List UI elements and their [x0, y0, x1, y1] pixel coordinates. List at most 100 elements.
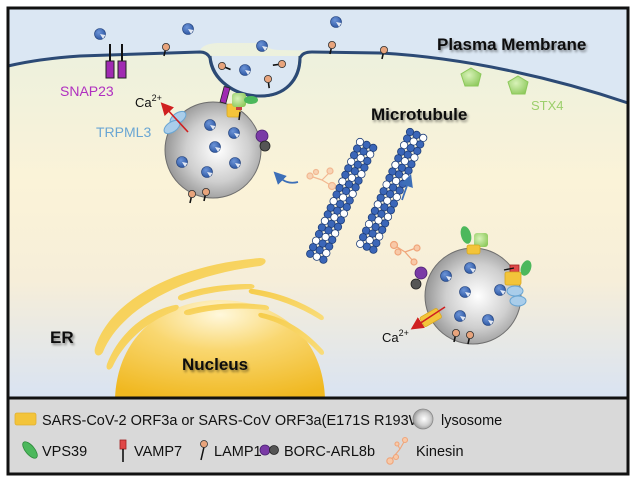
beta-tubulin-bead	[419, 133, 428, 142]
fusion-pore-membrane	[208, 55, 302, 98]
alpha-tubulin-bead	[335, 183, 344, 193]
cargo-icon	[94, 28, 106, 40]
alpha-tubulin-bead	[345, 196, 354, 205]
alpha-tubulin-bead	[372, 239, 381, 248]
alpha-tubulin-bead	[362, 242, 371, 251]
beta-tubulin-bead	[322, 249, 331, 258]
alpha-tubulin-bead	[341, 186, 351, 196]
alpha-tubulin-bead	[405, 127, 415, 137]
alpha-tubulin-bead	[369, 143, 378, 152]
endoplasmic-reticulum	[94, 258, 325, 370]
alpha-tubulin-bead	[318, 239, 327, 248]
alpha-tubulin-bead	[376, 193, 385, 202]
cargo-icon	[201, 166, 213, 178]
beta-tubulin-bead	[312, 252, 321, 261]
beta-tubulin-bead	[338, 193, 348, 202]
alpha-tubulin-bead	[385, 173, 394, 183]
alpha-tubulin-bead	[362, 140, 371, 149]
alpha-tubulin-bead	[397, 147, 406, 156]
beta-tubulin-bead	[410, 153, 419, 162]
alpha-tubulin-bead	[314, 230, 324, 239]
lysosome-upper	[164, 101, 262, 204]
er-label: ER	[50, 328, 74, 347]
borc-icon	[414, 266, 428, 280]
legend-label-vamp7: VAMP7	[134, 444, 182, 460]
borc-icon	[255, 129, 269, 143]
anterograde-arrow	[400, 174, 413, 201]
alpha-tubulin-bead	[363, 156, 372, 166]
beta-tubulin-bead	[409, 137, 418, 146]
alpha-tubulin-bead	[379, 187, 388, 196]
alpha-tubulin-bead	[326, 203, 335, 212]
cargo-icon	[440, 270, 452, 282]
alpha-tubulin-bead	[406, 144, 415, 153]
cargo-icon	[482, 314, 494, 326]
alpha-tubulin-bead	[324, 226, 333, 235]
beta-tubulin-bead	[348, 189, 357, 198]
alpha-tubulin-bead	[394, 154, 403, 163]
nucleus-label: Nucleus	[182, 355, 248, 374]
fusion-pore	[212, 56, 298, 95]
cargo-icon	[256, 40, 268, 52]
beta-tubulin-bead	[355, 137, 365, 147]
alpha-tubulin-bead	[371, 222, 380, 232]
alpha-tubulin-bead	[344, 180, 354, 189]
snap23-icon	[105, 44, 127, 79]
legend-label-vps39: VPS39	[42, 444, 87, 460]
beta-tubulin-bead	[339, 209, 348, 218]
arl8b-icon	[259, 140, 271, 152]
cargo-icon	[459, 286, 471, 298]
beta-tubulin-bead	[356, 154, 365, 163]
trpml3-icon	[163, 110, 187, 135]
cargo-icon	[454, 310, 466, 322]
beta-tubulin-bead	[391, 176, 401, 186]
arl8b-icon	[410, 278, 422, 290]
alpha-tubulin-bead	[328, 235, 337, 244]
cargo-icon	[176, 156, 188, 168]
alpha-tubulin-bead	[378, 225, 387, 234]
orf3a-vamp7-complex-icon	[503, 260, 532, 286]
alpha-tubulin-bead	[386, 190, 395, 199]
alpha-tubulin-bead	[319, 255, 328, 264]
beta-tubulin-bead	[383, 196, 392, 205]
cargo-icon	[239, 64, 251, 76]
plasma-membrane-label: Plasma Membrane	[437, 35, 586, 54]
retrograde-arrow	[273, 171, 299, 185]
microtubule-left	[306, 137, 378, 264]
cargo-icon	[229, 157, 241, 169]
calcium-label-upper: Ca2+	[135, 93, 162, 110]
kinesin-icon	[386, 436, 409, 465]
alpha-tubulin-bead	[389, 199, 398, 208]
stx4-icon	[507, 75, 529, 95]
cargo-icon	[228, 127, 240, 139]
vamp7-pin-icon	[119, 439, 127, 462]
alpha-tubulin-bead	[369, 245, 378, 254]
borc-arl8b-dimer-icon	[259, 444, 279, 456]
alpha-tubulin-bead	[333, 206, 342, 215]
beta-tubulin-bead	[383, 212, 393, 221]
cargo-icon	[209, 141, 221, 153]
calcium-label-lower: Ca2+	[382, 328, 409, 345]
lamp1-lollipop-icon	[200, 440, 208, 461]
kinesin-icon	[389, 240, 421, 266]
legend-label-borc-arl8b: BORC-ARL8b	[284, 444, 375, 460]
alpha-tubulin-bead	[354, 176, 363, 185]
cargo-icon	[494, 284, 506, 296]
alpha-tubulin-bead	[386, 206, 395, 215]
alpha-tubulin-bead	[370, 206, 379, 215]
microtubule-label: Microtubule	[371, 105, 467, 124]
microtubule-right	[356, 127, 428, 254]
alpha-tubulin-bead	[336, 200, 345, 209]
legend-label-orf3a: SARS-CoV-2 ORF3a or SARS-CoV ORF3a(E171S…	[42, 413, 427, 429]
stx4-icon	[460, 67, 482, 87]
snare-complex-icon	[460, 226, 488, 255]
cargo-icon	[204, 119, 216, 131]
legend: SARS-CoV-2 ORF3a or SARS-CoV ORF3a(E171S…	[6, 396, 630, 476]
cargo-icon	[182, 23, 194, 35]
alpha-tubulin-bead	[351, 183, 360, 192]
cargo-icon	[464, 262, 476, 274]
alpha-tubulin-bead	[333, 222, 343, 231]
alpha-tubulin-bead	[308, 243, 318, 252]
